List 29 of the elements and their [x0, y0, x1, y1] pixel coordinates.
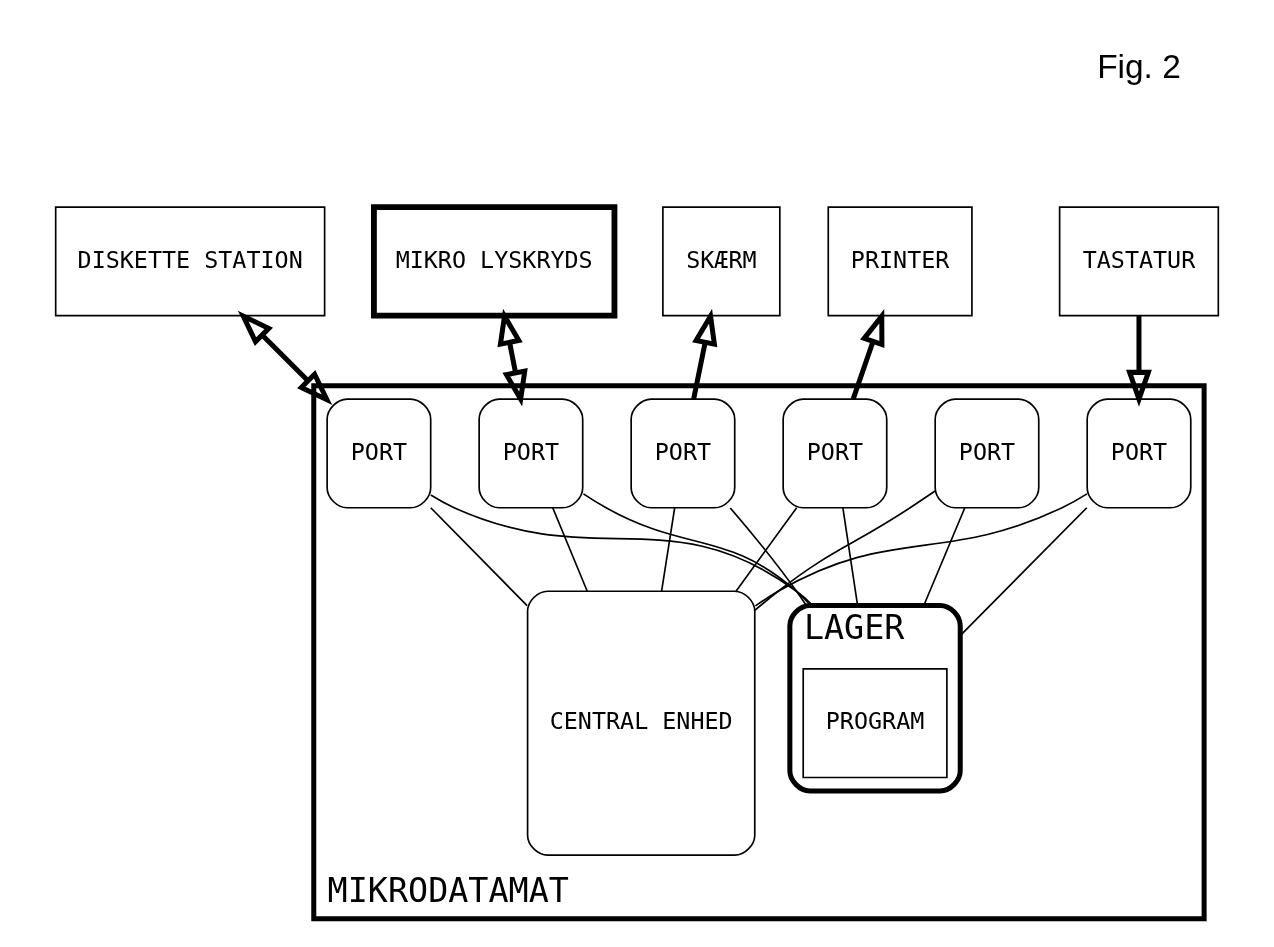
- node-box: PORT: [1086, 398, 1192, 509]
- label: Fig. 2: [1097, 47, 1181, 85]
- connector: [551, 506, 589, 593]
- node-box: PROGRAM: [802, 668, 948, 779]
- node-box: CENTRAL ENHED: [526, 590, 756, 857]
- connector: [729, 507, 808, 607]
- node-box: PORT: [782, 398, 888, 509]
- arrow: [691, 308, 718, 400]
- connector: [430, 494, 814, 607]
- connector: [429, 506, 528, 607]
- connector: [959, 506, 1088, 637]
- node-box: PORT: [630, 398, 736, 509]
- node-box: PORT: [934, 398, 1040, 509]
- arrow: [237, 310, 333, 406]
- connector: [754, 493, 1088, 607]
- connector: [753, 490, 936, 612]
- connector: [735, 506, 798, 593]
- node-box: PORT: [478, 398, 584, 509]
- node-box: PORT: [326, 398, 432, 509]
- node-box: DISKETTE STATION: [54, 206, 326, 317]
- connector: [660, 506, 676, 593]
- node-box: PRINTER: [827, 206, 973, 317]
- connector: [582, 493, 812, 607]
- arrow: [497, 308, 528, 407]
- node-box: TASTATUR: [1058, 206, 1220, 317]
- arrow: [1126, 316, 1152, 407]
- node-box: MIKRO LYSKRYDS: [370, 204, 618, 319]
- node-box: SKÆRM: [662, 206, 781, 317]
- arrow: [850, 308, 885, 400]
